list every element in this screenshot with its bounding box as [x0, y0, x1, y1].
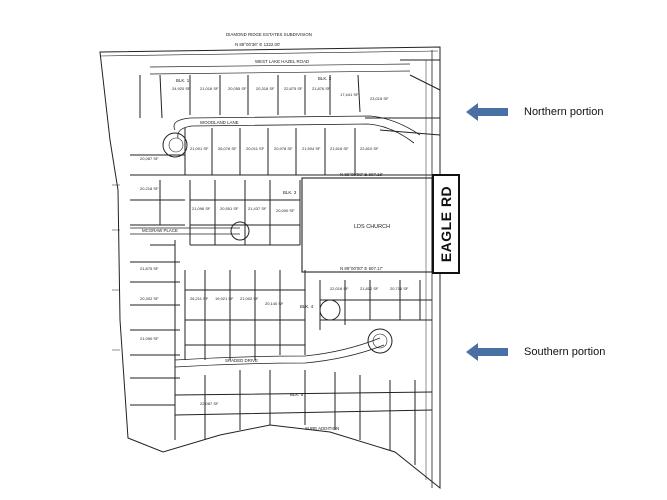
lot-area-label: 22,087 SF: [200, 401, 219, 406]
lot-area-label: 21,504 SF: [302, 146, 321, 151]
block-5-label: BLK. 5: [290, 392, 304, 397]
lot-area-label: 21,090 SF: [140, 336, 159, 341]
southern-portion-label: Southern portion: [524, 346, 606, 358]
lot-area-label: 21,876 SF: [312, 86, 331, 91]
lot-area-label: 20,302 SF: [140, 296, 159, 301]
lot-area-label: 21,875 SF: [140, 266, 159, 271]
lot-area-labels: 24,920 SF 21,016 SF 20,055 SF 20,318 SF 22,8…: [140, 86, 409, 406]
lot-area-label: 26,076 SF: [218, 146, 237, 151]
lot-area-label: 23,015 SF: [370, 96, 389, 101]
bottom-addition-label: SURE ADDITION: [305, 426, 339, 431]
street-mcgraw-label: MCGRAW PLACE: [142, 228, 178, 233]
lot-area-label: 20,055 SF: [228, 86, 247, 91]
lot-area-label: 21,516 SF: [330, 146, 349, 151]
subdivision-boundary: [99, 46, 441, 490]
eagle-rd-label-box: EAGLE RD: [432, 174, 460, 274]
southern-portion-callout: Southern portion: [466, 343, 605, 361]
lot-area-label: 20,000 SF: [276, 208, 295, 213]
left-arrow-icon: [466, 103, 508, 121]
lot-area-label: 20,551 SF: [220, 206, 239, 211]
lot-area-label: 21,096 SF: [192, 206, 211, 211]
block-3-label: BLK. 3: [283, 190, 297, 195]
lot-area-label: 21,437 SF: [248, 206, 267, 211]
left-arrow-icon: [466, 343, 508, 361]
lot-area-label: 22,875 SF: [284, 86, 303, 91]
eagle-rd-label: EAGLE RD: [438, 185, 454, 263]
lot-area-label: 20,087 SF: [140, 156, 159, 161]
top-subdivision-label: DIAMOND RIDGE ESTATES SUBDIVISION: [226, 32, 312, 37]
lot-area-label: 17,441 SF: [340, 92, 359, 97]
lot-area-label: 20,318 SF: [256, 86, 275, 91]
lot-area-label: 20,011 SF: [246, 146, 265, 151]
lot-area-label: 20,716 SF: [390, 286, 409, 291]
lot-area-label: 20,978 SF: [274, 146, 293, 151]
church-label: LDS CHURCH: [354, 224, 390, 230]
lot-area-label: 21,016 SF: [200, 86, 219, 91]
street-lake-hazel-label: WEST LAKE HAZEL ROAD: [255, 59, 309, 64]
lot-area-label: 24,920 SF: [172, 86, 191, 91]
lot-area-label: 26,211 SF: [190, 296, 209, 301]
lot-area-label: 22,016 SF: [330, 286, 349, 291]
lot-area-label: 21,812 SF: [360, 286, 379, 291]
block-4-label: BLK. 4: [300, 304, 314, 309]
church-bearing-top-label: N 89°00'00" E 607.18': [340, 172, 383, 177]
northern-portion-callout: Northern portion: [466, 103, 604, 121]
street-woodland-label: WOODLAND LANE: [200, 120, 239, 125]
church-bearing-bottom-label: N 89°00'00" E 607.17': [340, 266, 383, 271]
lot-area-label: 20,218 SF: [140, 186, 159, 191]
lot-area-label: 20,140 SF: [265, 301, 284, 306]
lot-area-label: 21,002 SF: [240, 296, 259, 301]
northern-portion-label: Northern portion: [524, 106, 604, 118]
top-bearing-label: N 89°00'36" E 1322.00': [235, 42, 280, 47]
block-2-label: BLK. 2: [318, 76, 332, 81]
block-1-label: BLK. 1: [176, 78, 190, 83]
lot-area-label: 22,810 SF: [360, 146, 379, 151]
street-shaded-drive-label: SHADED DRIVE: [225, 358, 258, 363]
lot-area-label: 21,001 SF: [190, 146, 209, 151]
lot-area-label: 19,921 SF: [215, 296, 234, 301]
